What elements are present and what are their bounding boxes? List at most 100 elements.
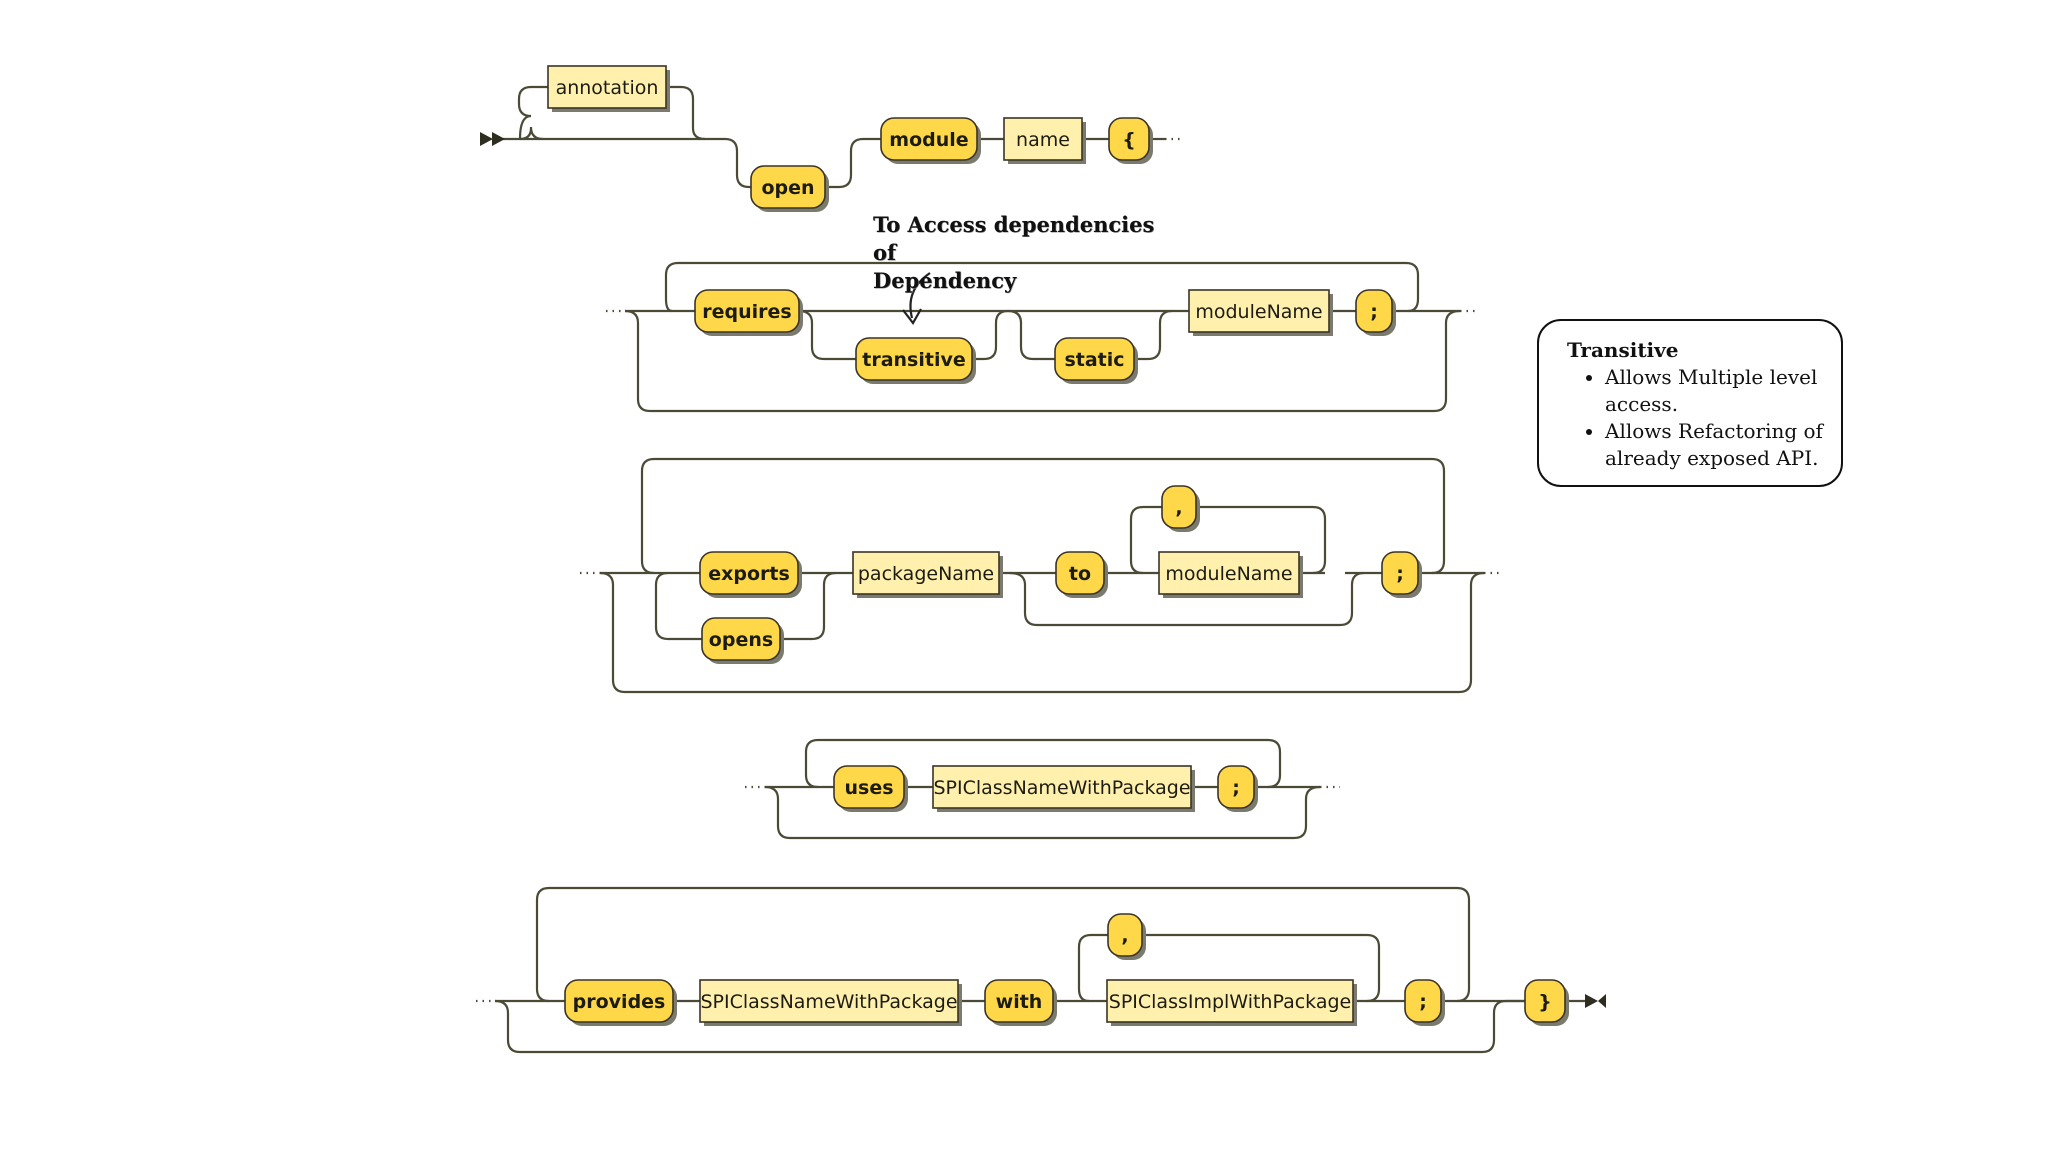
track-provides bbox=[476, 886, 1585, 1054]
box bbox=[1355, 289, 1393, 333]
track-line bbox=[535, 886, 1471, 1003]
track-line bbox=[1009, 571, 1365, 627]
track-line bbox=[1196, 505, 1327, 575]
box-label: to bbox=[1069, 563, 1091, 585]
track-line bbox=[780, 571, 837, 641]
keyword-module: module bbox=[880, 117, 981, 164]
box bbox=[984, 979, 1054, 1023]
box-label: packageName bbox=[858, 563, 994, 585]
box-label: { bbox=[1122, 129, 1136, 151]
box bbox=[1381, 551, 1419, 595]
box-label: exports bbox=[708, 563, 790, 585]
box bbox=[1106, 979, 1354, 1023]
info-box-title: Transitive bbox=[1567, 338, 1679, 362]
keyword-open-brace: { bbox=[1108, 117, 1153, 164]
keyword-open: open bbox=[750, 165, 829, 212]
keyword-comma: , bbox=[1107, 913, 1146, 960]
box bbox=[1108, 117, 1150, 161]
box-label: uses bbox=[844, 777, 893, 799]
track-line bbox=[804, 738, 1282, 789]
box-label: transitive bbox=[862, 349, 966, 371]
nonterminal-annotation: annotation bbox=[547, 65, 670, 112]
box-label: annotation bbox=[556, 77, 659, 99]
track-line bbox=[624, 309, 1461, 413]
annotation-arrow-icon bbox=[902, 272, 931, 325]
box-label: with bbox=[996, 991, 1043, 1013]
box-label: provides bbox=[573, 991, 666, 1013]
nonterminal-name: name bbox=[1003, 117, 1086, 164]
box bbox=[699, 551, 799, 595]
box bbox=[699, 979, 959, 1023]
box-label: open bbox=[761, 177, 814, 199]
nonterminal-spiclassimplwithpackage: SPIClassImplWithPackage bbox=[1106, 979, 1357, 1026]
box bbox=[1524, 979, 1566, 1023]
box bbox=[564, 979, 674, 1023]
keyword-requires: requires bbox=[694, 289, 803, 336]
track-line bbox=[666, 85, 706, 141]
keyword-transitive: transitive bbox=[855, 337, 976, 384]
nonterminal-modulename: moduleName bbox=[1158, 551, 1303, 598]
box-label: , bbox=[1175, 497, 1182, 519]
keyword-comma: , bbox=[1161, 485, 1200, 532]
nonterminal-spiclassnamewithpackage: SPIClassNameWithPackage bbox=[699, 979, 962, 1026]
track-line bbox=[494, 999, 1525, 1054]
keyword-semicolon: ; bbox=[1381, 551, 1422, 598]
info-bullet: Allows Multiple level access. bbox=[1605, 364, 1823, 418]
track-line bbox=[972, 309, 1009, 361]
keyword-provides: provides bbox=[564, 979, 677, 1026]
annotation-line-1: To Access dependencies of bbox=[873, 212, 1155, 265]
box bbox=[1055, 551, 1105, 595]
end-marker-icon bbox=[1585, 994, 1606, 1008]
box-label: SPIClassImplWithPackage bbox=[1109, 991, 1351, 1013]
keyword-semicolon: ; bbox=[1404, 979, 1445, 1026]
box bbox=[1107, 913, 1143, 957]
keyword-with: with bbox=[984, 979, 1057, 1026]
box-label: ; bbox=[1419, 991, 1427, 1013]
info-bullet: Allows Refactoring of already exposed AP… bbox=[1605, 418, 1823, 472]
transitive-info-box: Transitive Allows Multiple level access.… bbox=[1537, 319, 1843, 487]
box bbox=[1217, 765, 1255, 809]
box-label: SPIClassNameWithPackage bbox=[700, 991, 957, 1013]
nonterminal-modulename: moduleName bbox=[1188, 289, 1333, 336]
track-line bbox=[1007, 309, 1055, 361]
box bbox=[1161, 485, 1197, 529]
track-line bbox=[764, 785, 1321, 840]
box-label: module bbox=[889, 129, 968, 151]
box bbox=[1188, 289, 1330, 333]
nonterminal-packagename: packageName bbox=[852, 551, 1003, 598]
track-line bbox=[599, 571, 1485, 694]
nonterminal-spiclassnamewithpackage: SPIClassNameWithPackage bbox=[932, 765, 1195, 812]
track-line bbox=[517, 85, 548, 118]
keyword-static: static bbox=[1054, 337, 1138, 384]
box-label: moduleName bbox=[1195, 301, 1322, 323]
box bbox=[1054, 337, 1135, 381]
track-line bbox=[825, 137, 881, 189]
keyword-close-brace: } bbox=[1524, 979, 1569, 1026]
box bbox=[547, 65, 667, 109]
box-label: SPIClassNameWithPackage bbox=[933, 777, 1190, 799]
keyword-opens: opens bbox=[701, 617, 784, 664]
track-line bbox=[664, 261, 1420, 313]
track-line bbox=[798, 309, 856, 361]
transitive-annotation-note: To Access dependencies of Dependency bbox=[873, 211, 1173, 295]
track-line bbox=[1142, 933, 1381, 1003]
box-label: moduleName bbox=[1165, 563, 1292, 585]
box bbox=[701, 617, 781, 661]
box bbox=[932, 765, 1192, 809]
info-box-bullets: Allows Multiple level access. Allows Ref… bbox=[1567, 364, 1823, 472]
track-line bbox=[1134, 309, 1173, 361]
box bbox=[1404, 979, 1442, 1023]
box-label: opens bbox=[709, 629, 773, 651]
box bbox=[880, 117, 978, 161]
box bbox=[694, 289, 800, 333]
box bbox=[852, 551, 1000, 595]
track-uses bbox=[745, 738, 1340, 840]
start-marker-icon bbox=[480, 132, 505, 146]
box-label: ; bbox=[1370, 301, 1378, 323]
box bbox=[750, 165, 826, 209]
track-line bbox=[640, 457, 1446, 575]
box bbox=[1158, 551, 1300, 595]
keyword-semicolon: ; bbox=[1217, 765, 1258, 812]
